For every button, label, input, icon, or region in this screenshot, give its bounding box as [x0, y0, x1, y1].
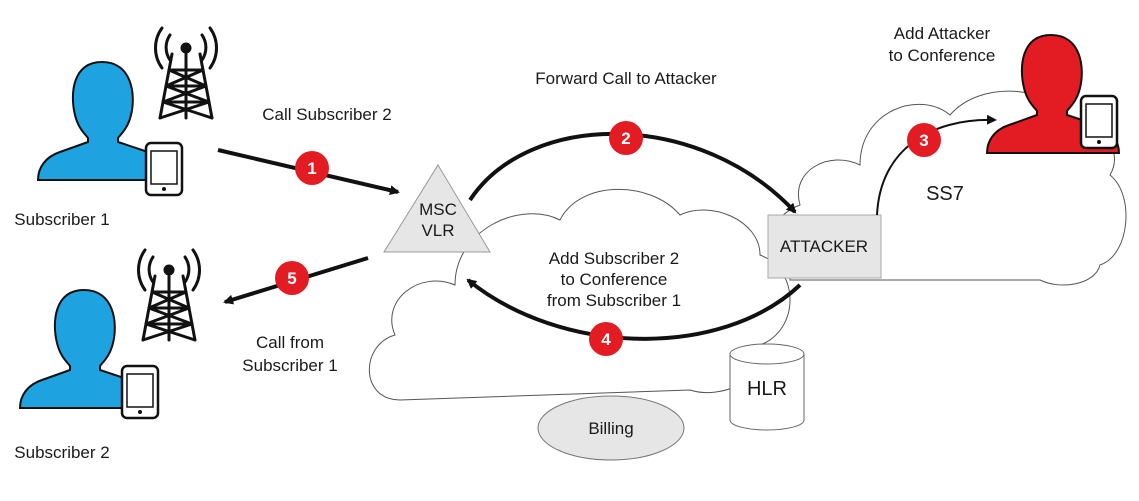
step-badge-5: 5 — [275, 261, 309, 295]
label-call-from-1: Call from — [256, 333, 324, 352]
cell-tower-icon — [154, 26, 218, 120]
label-add-attacker-2: to Conference — [889, 46, 996, 65]
hlr-database-icon — [729, 343, 805, 431]
step-badge-1: 1 — [295, 151, 329, 185]
label-add-subscriber2-1: Add Subscriber 2 — [549, 249, 679, 268]
label-call-from-2: Subscriber 1 — [242, 356, 337, 375]
label-call-subscriber2: Call Subscriber 2 — [262, 105, 391, 124]
svg-text:5: 5 — [287, 269, 296, 288]
svg-text:4: 4 — [601, 330, 611, 349]
label-add-attacker-1: Add Attacker — [894, 24, 991, 43]
subscriber1-person-icon — [36, 60, 172, 181]
label-add-subscriber2-2: to Conference — [561, 270, 668, 289]
svg-text:2: 2 — [621, 129, 630, 148]
arrow-add-subscriber2 — [466, 278, 802, 341]
msc-vlr-node — [383, 164, 491, 253]
step-badge-3: 3 — [907, 123, 941, 157]
svg-text:1: 1 — [307, 159, 316, 178]
attacker-box-label: ATTACKER — [780, 237, 868, 256]
cell-tower-icon — [137, 248, 201, 342]
ss7-label: SS7 — [926, 183, 964, 205]
hlr-label: HLR — [747, 378, 787, 400]
subscriber2-person-icon — [18, 288, 154, 409]
msc-label: MSC — [419, 200, 457, 219]
step-badge-4: 4 — [589, 322, 623, 356]
attacker-box — [767, 214, 882, 279]
label-subscriber2: Subscriber 2 — [14, 443, 109, 462]
billing-node — [537, 395, 685, 461]
label-subscriber1: Subscriber 1 — [14, 210, 109, 229]
vlr-label: VLR — [421, 221, 454, 240]
step-badge-2: 2 — [609, 121, 643, 155]
phone-icon — [1079, 94, 1119, 150]
phone-icon — [120, 364, 160, 420]
phone-icon — [144, 141, 184, 197]
label-add-subscriber2-3: from Subscriber 1 — [547, 291, 681, 310]
billing-label: Billing — [588, 419, 633, 438]
svg-text:3: 3 — [919, 131, 928, 150]
label-forward-call: Forward Call to Attacker — [535, 69, 717, 88]
